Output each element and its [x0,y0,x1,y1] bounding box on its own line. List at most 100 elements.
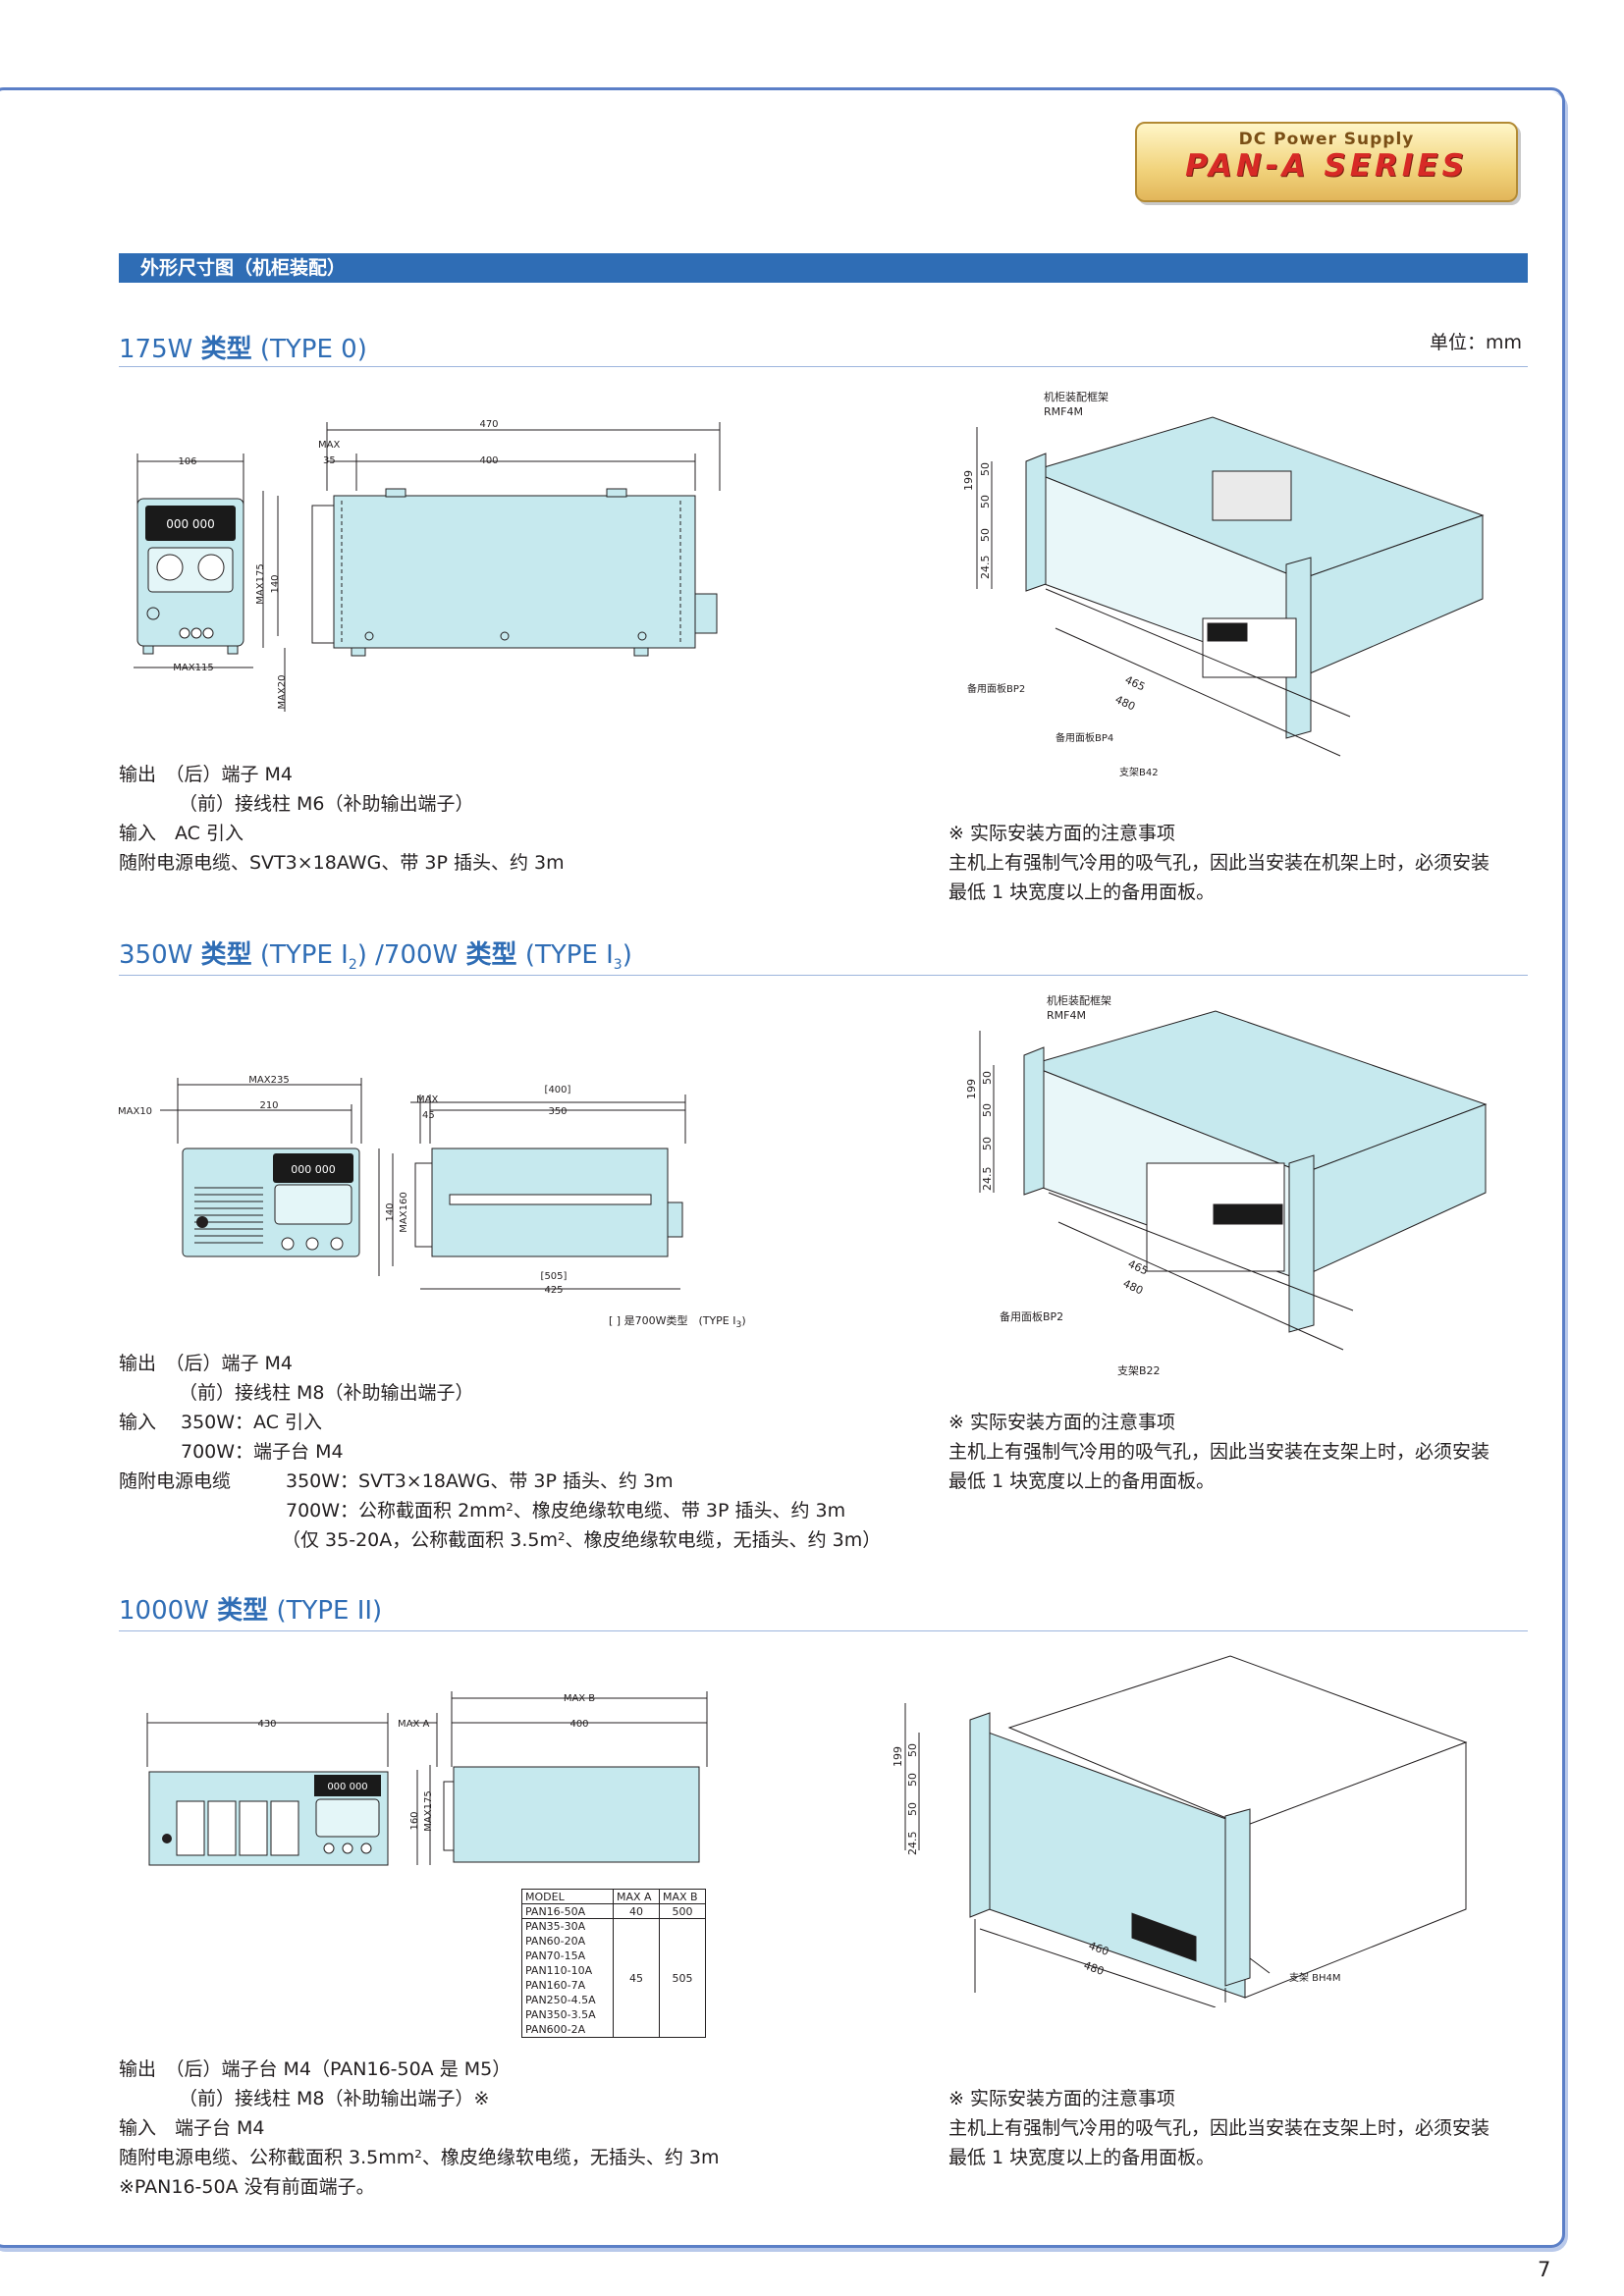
table-model: PAN600-2A [525,2023,586,2036]
type1-footnote: [ ] 是700W类型 (TYPE I3) [609,1314,746,1332]
type2-rack-stand: 支架 BH4M [1289,1972,1341,1984]
type1-rack-a: 50 [981,1071,994,1085]
type1-rack-c: 50 [981,1137,994,1150]
type1-rack-panel1: 备用面板BP2 [1000,1309,1063,1323]
type0-rack-drawing: 机柜装配框架 RMF4M 199 50 50 50 24.5 465 480 备… [962,390,1485,778]
page-frame-shadow [0,92,1568,2252]
type1-rack-b: 50 [981,1103,994,1117]
type0-spec-1: 输出 （后）端子 M4 [119,764,294,785]
type1-spec-2: （前）接线柱 M8（补助输出端子） [179,1382,474,1404]
type0-title: 175W 类型 (TYPE 0) [119,329,367,365]
type1-spec-7: 350W：SVT3×18AWG、带 3P 插头、约 3m [286,1470,674,1492]
type1-rack-model: RMF4M [1047,1009,1086,1022]
logo-title: PAN-A SERIES [1185,148,1468,184]
table-model: PAN160-7A [525,1979,586,1992]
type2-side-maxb: MAX B [564,1693,595,1704]
type2-rack-d: 24.5 [906,1832,919,1856]
type1-note-1: ※ 实际安装方面的注意事项 [948,1412,1175,1433]
type1-spec-5: 700W：端子台 M4 [181,1441,344,1463]
type2-model-table: MODEL MAX A MAX B PAN16-50A 40 500 PAN35… [521,1889,706,2038]
type0-front-width: 106 [178,456,196,467]
type1-title: 350W 类型 (TYPE I2) /700W 类型 (TYPE I3) [119,934,632,973]
type1-footnote-end: ) [741,1314,746,1327]
type0-title-kind: 类型 [200,335,252,364]
type0-rack-d2: 480 [1113,693,1138,714]
type2-rule [119,1630,1528,1631]
type0-rack-panel2: 备用面板BP4 [1056,731,1113,744]
type0-side-total: 470 [479,419,498,430]
type0-spec-4: 随附电源电缆、SVT3×18AWG、带 3P 插头、约 3m [119,852,565,874]
type1-spec-4: 350W：AC 引入 [181,1412,323,1433]
type2-rack-a: 50 [906,1743,919,1757]
type2-title-type: (TYPE II) [276,1596,383,1626]
type0-note-2: 主机上有强制气冷用的吸气孔，因此当安装在机架上时，必须安装 [948,852,1490,874]
unit-label: 单位：mm [1430,332,1523,353]
type2-spec-3: 输入 端子台 M4 [119,2117,265,2139]
type1-rack-d: 24.5 [981,1167,994,1192]
page-frame [0,87,1565,2248]
type0-max20: MAX20 [277,674,288,709]
table-model: PAN70-15A [525,1949,586,1962]
type2-rack-h: 199 [892,1746,904,1767]
type2-rack-drawing: 199 50 50 50 24.5 460 480 支架 BH4M [892,1655,1468,2007]
type2-side-maxa: MAX A [398,1719,429,1730]
type1-footnote-sub: 3 [735,1319,742,1331]
type1-side-max: MAX [416,1095,438,1105]
type2-front-side-drawing: 430 MAX A MAX B 400 160 MAX175 000 000 [146,1691,708,1866]
type1-title-sub2: 3 [613,957,623,974]
type1-rack-drawing: 机柜装配框架 RMF4M 199 50 50 50 24.5 465 480 备… [965,993,1488,1377]
type2-title: 1000W 类型 (TYPE II) [119,1590,382,1627]
type1-side-b350: 350 [548,1106,567,1117]
type0-rack-a: 50 [979,462,992,476]
type2-note-3: 最低 1 块宽度以上的备用面板。 [948,2147,1216,2168]
type2-note-2: 主机上有强制气冷用的吸气孔，因此当安装在支架上时，必须安装 [948,2117,1490,2139]
table-model: PAN250-4.5A [525,1994,596,2006]
type2-side-body: 400 [569,1719,588,1730]
type0-display-text: 000 000 [166,517,215,531]
type0-title-num: 175W [119,335,193,364]
type0-rack-panel1: 备用面板BP2 [967,682,1025,695]
type2-front-maxh: MAX175 [423,1790,434,1831]
type0-rule [119,366,1528,367]
type0-rack-d1: 465 [1123,673,1148,694]
type2-rack-b: 50 [906,1773,919,1787]
type0-title-type: (TYPE 0) [259,335,367,364]
type1-rule [119,975,1528,976]
type0-side-front: 35 [323,455,336,466]
type1-front-maxh: MAX160 [399,1192,409,1232]
type2-spec-5: ※PAN16-50A 没有前面端子。 [119,2176,375,2198]
type1-title-kind2: 类型 [465,940,517,970]
type1-spec-1: 输出 （后）端子 M4 [119,1353,294,1374]
table-cell: 505 [659,1918,706,2038]
table-row: PAN16-50A 40 500 [521,1903,706,1919]
type1-front-w: 210 [259,1100,278,1111]
type0-rack-d: 24.5 [979,556,992,580]
table-model: PAN110-10A [525,1964,593,1977]
type1-display-text: 000 000 [291,1163,336,1176]
type1-front-maxw: MAX235 [248,1075,289,1086]
table-header-model: MODEL [521,1889,614,1904]
type0-note-3: 最低 1 块宽度以上的备用面板。 [948,881,1216,903]
table-cell: 40 [613,1903,660,1919]
table-model: PAN60-20A [525,1935,586,1948]
type2-display-text: 000 000 [327,1782,367,1792]
type0-rack-name: 机柜装配框架 [1044,390,1109,403]
table-row: PAN35-30A PAN60-20A PAN70-15A PAN110-10A… [521,1918,706,2038]
type0-front-side-drawing: 106 MAX115 MAX175 140 MAX20 470 MAX 35 4… [134,419,721,712]
type1-rack-stand: 支架B22 [1117,1364,1161,1377]
type2-title-num: 1000W [119,1596,209,1626]
type0-side-maxlabel: MAX [318,440,340,451]
type0-front-maxwidth: MAX115 [173,663,213,673]
table-header-maxb: MAX B [659,1889,706,1904]
type0-front-maxheight: MAX175 [255,563,266,604]
type1-title-close: ) [622,940,632,970]
type1-title-a: 350W [119,940,193,970]
type1-title-mid: ) /700W [356,940,459,970]
type2-spec-4: 随附电源电缆、公称截面积 3.5mm²、橡皮绝缘软电缆，无插头、约 3m [119,2147,720,2168]
table-cell: PAN16-50A [521,1903,614,1919]
type1-front-h: 140 [385,1202,396,1221]
type1-rack-name: 机柜装配框架 [1047,993,1111,1007]
section-banner: 外形尺寸图（机柜装配） [119,253,1528,283]
type2-note-1: ※ 实际安装方面的注意事项 [948,2088,1175,2109]
type0-rack-model: RMF4M [1044,405,1083,418]
